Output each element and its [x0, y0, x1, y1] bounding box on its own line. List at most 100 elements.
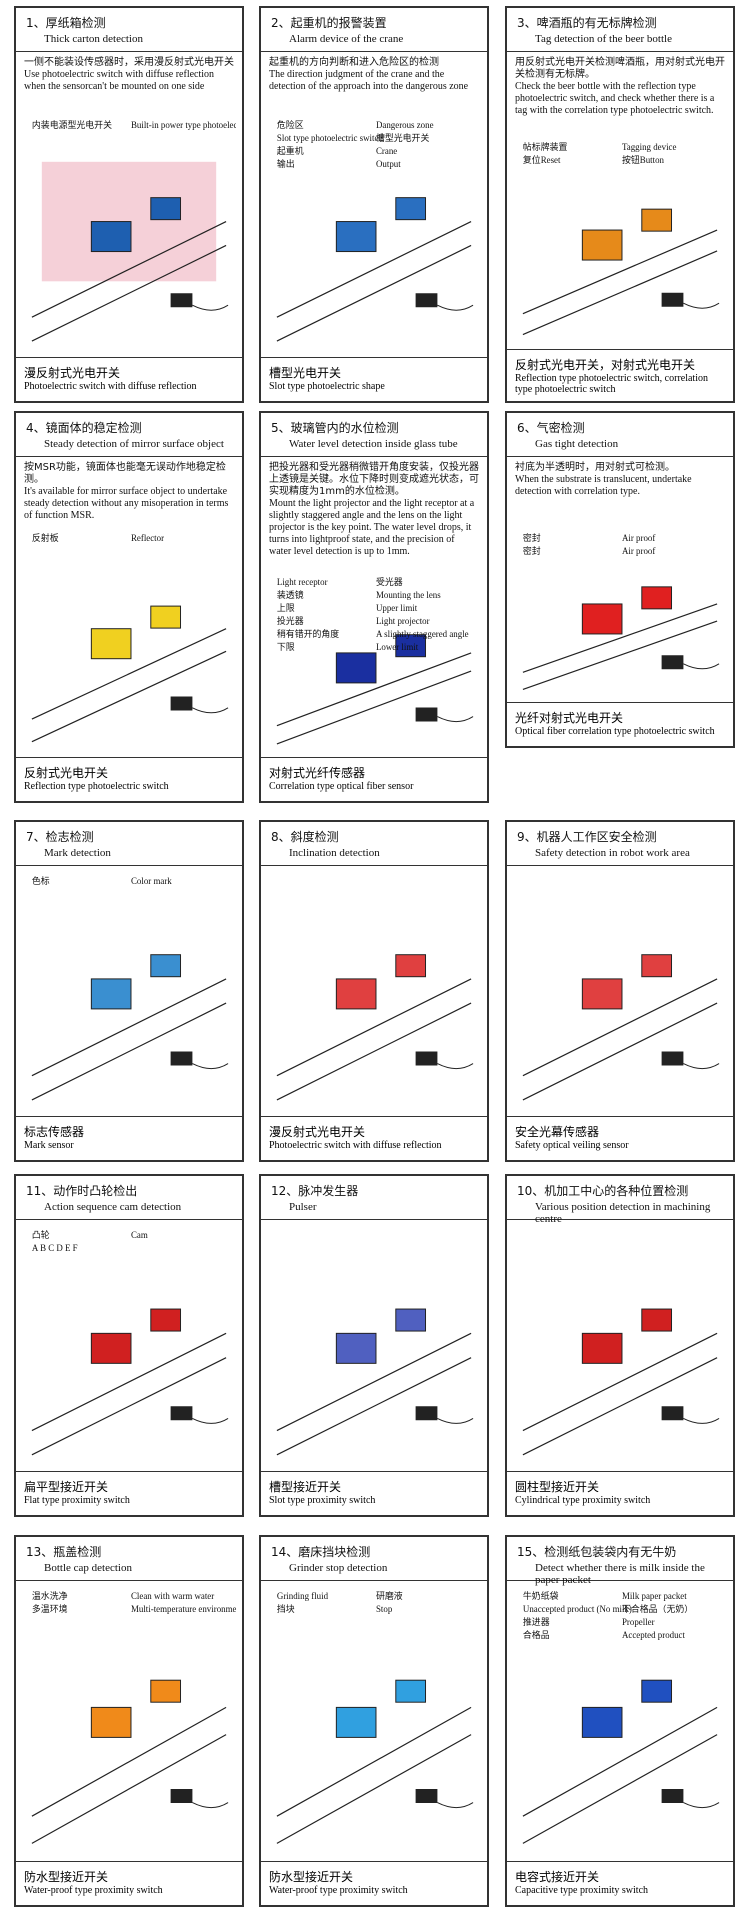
description-en: When the substrate is translucent, under…: [515, 474, 692, 497]
panel-header: 14、磨床挡块检测 Grinder stop detection: [261, 1537, 487, 1581]
object-icon: [395, 197, 427, 221]
panel-title-en: Alarm device of the crane: [289, 33, 404, 45]
object-icon: [90, 1706, 132, 1738]
illustration: [267, 1224, 481, 1467]
sensor-type-en: Water-proof type proximity switch: [24, 1885, 163, 1896]
illustration-label: Output: [376, 159, 401, 169]
sensor-type-en: Safety optical veiling sensor: [515, 1140, 629, 1151]
panel-title-en: Mark detection: [44, 847, 111, 859]
illustration-label: Grinding fluid: [277, 1591, 329, 1601]
illustration-label: Lower limit: [376, 642, 419, 652]
cable-icon: [683, 302, 720, 309]
object-icon: [581, 978, 623, 1010]
conveyor-line: [522, 978, 718, 1077]
description-zh: 衬底为半透明时，用对射式可检测。: [515, 462, 675, 473]
conveyor-line: [522, 250, 718, 336]
object-icon: [641, 586, 673, 610]
conveyor-line: [276, 670, 472, 745]
panel-title-zh: 6、气密检测: [517, 421, 585, 435]
panel-footer: 光纤对射式光电开关 Optical fiber correlation type…: [507, 702, 733, 746]
object-icon: [90, 628, 132, 660]
conveyor-line: [276, 1357, 472, 1456]
illustration-label: 牛奶纸袋: [523, 1590, 559, 1601]
object-icon: [335, 652, 377, 684]
illustration-label: 凸轮: [32, 1229, 50, 1240]
panel-title-en: Steady detection of mirror surface objec…: [44, 438, 224, 450]
panel-title-zh: 7、检志检测: [26, 830, 94, 844]
conveyor-line: [522, 1734, 718, 1844]
sensor-type-zh: 漫反射式光电开关: [269, 1125, 366, 1139]
panel-title-en: Thick carton detection: [44, 33, 143, 45]
illustration-label: 内装电源型光电开关: [32, 119, 112, 130]
illustration-label: Slot type photoelectric switch: [277, 133, 384, 143]
illustration-label: 不合格品（无奶）: [622, 1603, 693, 1614]
illustration-label: 起重机: [277, 145, 304, 156]
object-icon: [150, 1308, 182, 1332]
cable-icon: [437, 716, 474, 723]
illustration-label: 复位Reset: [523, 154, 561, 165]
illustration-label: 上限: [277, 603, 295, 613]
example-panel: 3、啤酒瓶的有无标牌检测 Tag detection of the beer b…: [505, 6, 735, 403]
object-icon: [335, 221, 377, 253]
panel-title-en: Gas tight detection: [535, 438, 619, 450]
sensor-type-zh: 电容式接近开关: [515, 1870, 600, 1884]
conveyor-line: [522, 229, 718, 315]
illustration-label: 受光器: [376, 576, 403, 587]
illustration-label: A B C D E F: [32, 1243, 78, 1253]
object-icon: [395, 954, 427, 978]
description-en: Mount the light projector and the light …: [269, 498, 475, 557]
cable-icon: [683, 1063, 720, 1070]
sensor-type-zh: 防水型接近开关: [269, 1870, 354, 1884]
sensor-type-en: Photoelectric switch with diffuse reflec…: [24, 381, 197, 392]
object-icon: [90, 221, 132, 253]
illustration-label: Mounting the lens: [376, 590, 441, 600]
illustration-label: Multi-temperature environment: [131, 1604, 236, 1614]
illustration-label: 下限: [277, 642, 295, 652]
description-zh: 一侧不能装设传感器时，采用漫反射式光电开关: [24, 57, 234, 68]
cable-icon: [437, 1417, 474, 1424]
conveyor-line: [276, 1002, 472, 1101]
conveyor-line: [31, 650, 227, 743]
cable-icon: [683, 663, 720, 670]
example-panel: 15、检测纸包装袋内有无牛奶 Detect whether there is m…: [505, 1535, 735, 1907]
illustration-label: A slightly staggered angle: [376, 629, 469, 639]
object-icon: [581, 1332, 623, 1364]
panel-description: 衬底为半透明时，用对射式可检测。 When the substrate is t…: [507, 457, 733, 503]
panel-title-zh: 5、玻璃管内的水位检测: [271, 421, 399, 435]
sensor-icon: [170, 696, 193, 711]
object-icon: [335, 978, 377, 1010]
panel-header: 4、镜面体的稳定检测 Steady detection of mirror su…: [16, 413, 242, 457]
sensor-icon: [415, 1789, 438, 1803]
panel-description: 一侧不能装设传感器时，采用漫反射式光电开关 Use photoelectric …: [16, 52, 242, 98]
panel-footer: 漫反射式光电开关 Photoelectric switch with diffu…: [261, 1116, 487, 1160]
panel-header: 2、起重机的报警装置 Alarm device of the crane: [261, 8, 487, 52]
sensor-type-zh: 防水型接近开关: [24, 1870, 109, 1884]
object-icon: [581, 1706, 623, 1738]
object-icon: [150, 605, 182, 629]
panel-footer: 标志传感器 Mark sensor: [16, 1116, 242, 1160]
object-icon: [335, 1706, 377, 1738]
panel-title-zh: 12、脉冲发生器: [271, 1184, 359, 1198]
panel-header: 10、机加工中心的各种位置检测 Various position detecti…: [507, 1176, 733, 1225]
illustration-label: 输出: [277, 158, 295, 169]
panel-title-zh: 2、起重机的报警装置: [271, 16, 387, 30]
sensor-icon: [661, 1051, 684, 1066]
illustration-label: Stop: [376, 1604, 393, 1614]
conveyor-line: [522, 620, 718, 691]
panel-title-en: Safety detection in robot work area: [535, 847, 690, 859]
sensor-icon: [415, 1406, 438, 1421]
conveyor-line: [276, 652, 472, 727]
conveyor-line: [276, 221, 472, 318]
description-en: Check the beer bottle with the reflectio…: [515, 81, 715, 116]
illustration-label: Propeller: [622, 1617, 655, 1627]
description-en: Use photoelectric switch with diffuse re…: [24, 69, 215, 92]
panel-title-zh: 15、检测纸包装袋内有无牛奶: [517, 1545, 677, 1559]
